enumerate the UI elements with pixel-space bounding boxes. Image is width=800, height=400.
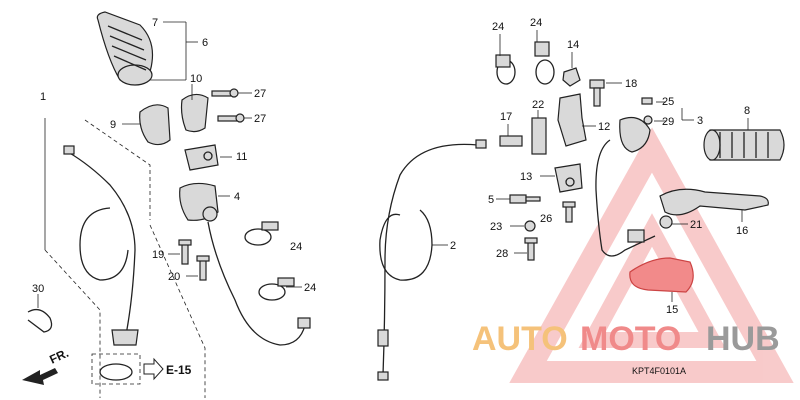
screw-27b bbox=[217, 113, 245, 123]
front-arrow-icon bbox=[22, 368, 58, 385]
lever-holder bbox=[619, 97, 653, 153]
callout-6: 6 bbox=[202, 37, 208, 49]
watermark-triangle-outer bbox=[509, 127, 794, 383]
lever-bracket bbox=[531, 93, 587, 155]
callout-2: 2 bbox=[450, 240, 456, 252]
cable-clamp-right-b bbox=[534, 41, 555, 85]
callout-29: 29 bbox=[662, 116, 674, 128]
cable-adjuster bbox=[499, 135, 523, 147]
callout-20: 20 bbox=[168, 271, 180, 283]
callout-16: 16 bbox=[736, 225, 748, 237]
front-label: FR. bbox=[47, 346, 70, 367]
switch-bracket bbox=[554, 163, 583, 193]
clutch-lever bbox=[659, 188, 769, 229]
watermark-text-hub: HUB bbox=[706, 320, 780, 358]
throttle-grip bbox=[96, 11, 154, 86]
callout-24d: 24 bbox=[530, 17, 542, 29]
callout-21: 21 bbox=[690, 219, 702, 231]
callout-28: 28 bbox=[496, 248, 508, 260]
cable-clamp-right-a bbox=[495, 54, 516, 85]
callout-27a: 27 bbox=[254, 88, 266, 100]
callout-25: 25 bbox=[662, 96, 674, 108]
screw-26 bbox=[562, 201, 576, 223]
callout-5: 5 bbox=[488, 194, 494, 206]
callout-14: 14 bbox=[567, 39, 579, 51]
callout-24b: 24 bbox=[304, 282, 316, 294]
callout-7: 7 bbox=[152, 17, 158, 29]
reference-label: E-15 bbox=[166, 363, 192, 377]
bolt-19 bbox=[178, 239, 192, 265]
reference-box bbox=[91, 353, 164, 385]
switch-assembly bbox=[179, 182, 311, 346]
callout-17: 17 bbox=[500, 111, 512, 123]
watermark-text-moto: MOTO bbox=[580, 320, 681, 358]
clutch-cable bbox=[377, 139, 487, 381]
callout-23: 23 bbox=[490, 221, 502, 233]
screw-27a bbox=[211, 88, 239, 98]
callout-26: 26 bbox=[540, 213, 552, 225]
callout-30: 30 bbox=[32, 283, 44, 295]
callout-24a: 24 bbox=[290, 241, 302, 253]
callout-8: 8 bbox=[744, 105, 750, 117]
cable-clamp-left-a bbox=[244, 221, 279, 246]
throttle-housing-upper bbox=[180, 93, 209, 133]
left-grip bbox=[703, 129, 785, 161]
callout-labels: 7 6 1 10 27 27 9 11 4 19 20 24 24 30 24 … bbox=[32, 17, 750, 316]
callout-1: 1 bbox=[40, 91, 46, 103]
bolt-18 bbox=[589, 79, 605, 107]
group-boundary-left bbox=[44, 118, 206, 398]
callout-12: 12 bbox=[598, 121, 610, 133]
cable-clamp-left-b bbox=[258, 277, 295, 301]
callout-22: 22 bbox=[532, 99, 544, 111]
callout-4: 4 bbox=[234, 191, 240, 203]
bolt-28 bbox=[524, 237, 538, 261]
bolt-20 bbox=[196, 255, 210, 281]
throttle-cable bbox=[63, 145, 139, 346]
callout-24c: 24 bbox=[492, 21, 504, 33]
callout-19: 19 bbox=[152, 249, 164, 261]
callout-10: 10 bbox=[190, 73, 202, 85]
callout-27b: 27 bbox=[254, 113, 266, 125]
throttle-housing-lower bbox=[139, 104, 171, 146]
switch-wire bbox=[595, 139, 656, 257]
callout-18: 18 bbox=[625, 78, 637, 90]
callout-13: 13 bbox=[520, 171, 532, 183]
diagram-code: KPT4F0101A bbox=[632, 366, 686, 376]
nut-23 bbox=[524, 220, 536, 232]
watermark-text-auto: AUTO bbox=[472, 320, 568, 358]
kill-switch bbox=[184, 144, 219, 171]
callout-9: 9 bbox=[110, 119, 116, 131]
callout-3: 3 bbox=[697, 115, 703, 127]
lever-guard bbox=[629, 257, 694, 293]
pivot-bolt bbox=[509, 194, 541, 204]
cap-14 bbox=[562, 67, 581, 87]
clip-30 bbox=[27, 308, 53, 333]
callout-15: 15 bbox=[666, 304, 678, 316]
watermark-text: AUTO MOTO HUB bbox=[472, 320, 780, 358]
callout-11: 11 bbox=[236, 151, 247, 163]
